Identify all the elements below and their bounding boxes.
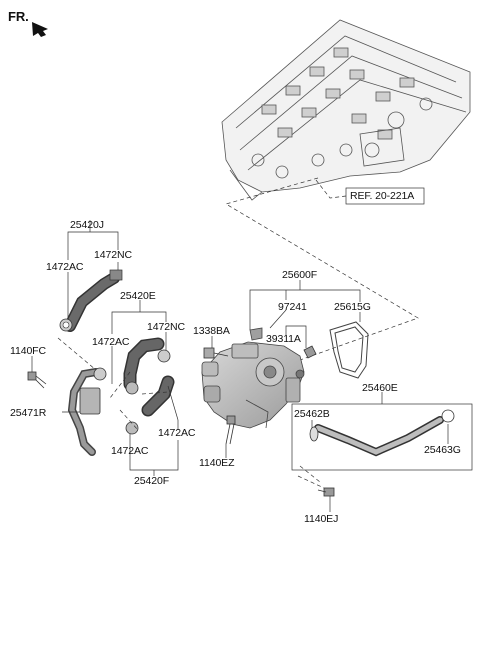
part-label-25615g[interactable]: 25615G	[334, 301, 371, 313]
assembly-dashed-lines	[57, 337, 325, 489]
bolt-1140fc-icon	[27, 371, 47, 389]
part-label-25420e[interactable]: 25420E	[120, 290, 156, 302]
bolt-1140ez-icon	[225, 415, 236, 445]
gasket-25615g-illustration	[329, 321, 369, 379]
reference-label[interactable]: REF. 20-221A	[350, 190, 415, 202]
bracket-97241-illustration	[249, 327, 263, 341]
part-label-1140ez[interactable]: 1140EZ	[199, 457, 235, 469]
part-label-25420j[interactable]: 25420J	[70, 219, 104, 231]
part-label-97241[interactable]: 97241	[278, 301, 307, 313]
bolt-1338ba-icon	[203, 347, 229, 359]
part-leader-lines	[31, 187, 473, 512]
part-label-1472nc-top[interactable]: 1472NC	[94, 249, 132, 261]
bolt-1140ej-icon	[317, 487, 335, 497]
part-label-25600f[interactable]: 25600F	[282, 269, 318, 281]
part-label-1338ba[interactable]: 1338BA	[193, 325, 230, 337]
part-label-1472ac-mid[interactable]: 1472AC	[92, 336, 130, 348]
hose-25420e-illustration	[123, 337, 171, 395]
water-outlet-housing-illustration	[201, 341, 305, 429]
front-arrow-icon	[32, 22, 48, 37]
hose-25420f-illustration	[125, 375, 175, 435]
sensor-39311a-icon	[303, 345, 317, 359]
front-marker-label: FR.	[8, 9, 29, 24]
part-label-25462b[interactable]: 25462B	[294, 408, 330, 420]
hose-25420j-illustration	[59, 269, 123, 332]
part-label-1472ac-low1[interactable]: 1472AC	[111, 445, 149, 457]
pipe-25471r-illustration	[67, 367, 107, 456]
cylinder-head-illustration	[221, 19, 471, 201]
part-label-39311a[interactable]: 39311A	[266, 333, 301, 345]
part-label-1140fc[interactable]: 1140FC	[10, 345, 46, 357]
part-label-1472ac-low2[interactable]: 1472AC	[158, 427, 196, 439]
part-label-1472ac-top[interactable]: 1472AC	[46, 261, 84, 273]
part-label-25471r[interactable]: 25471R	[10, 407, 47, 419]
pipe-25460e-illustration	[309, 409, 455, 457]
part-label-1140ej[interactable]: 1140EJ	[304, 513, 339, 525]
part-label-25460e[interactable]: 25460E	[362, 382, 398, 394]
part-label-25463g[interactable]: 25463G	[424, 444, 461, 456]
reference-leader-lines	[225, 177, 419, 361]
part-label-1472nc-mid[interactable]: 1472NC	[147, 321, 185, 333]
part-label-25420f[interactable]: 25420F	[134, 475, 170, 487]
